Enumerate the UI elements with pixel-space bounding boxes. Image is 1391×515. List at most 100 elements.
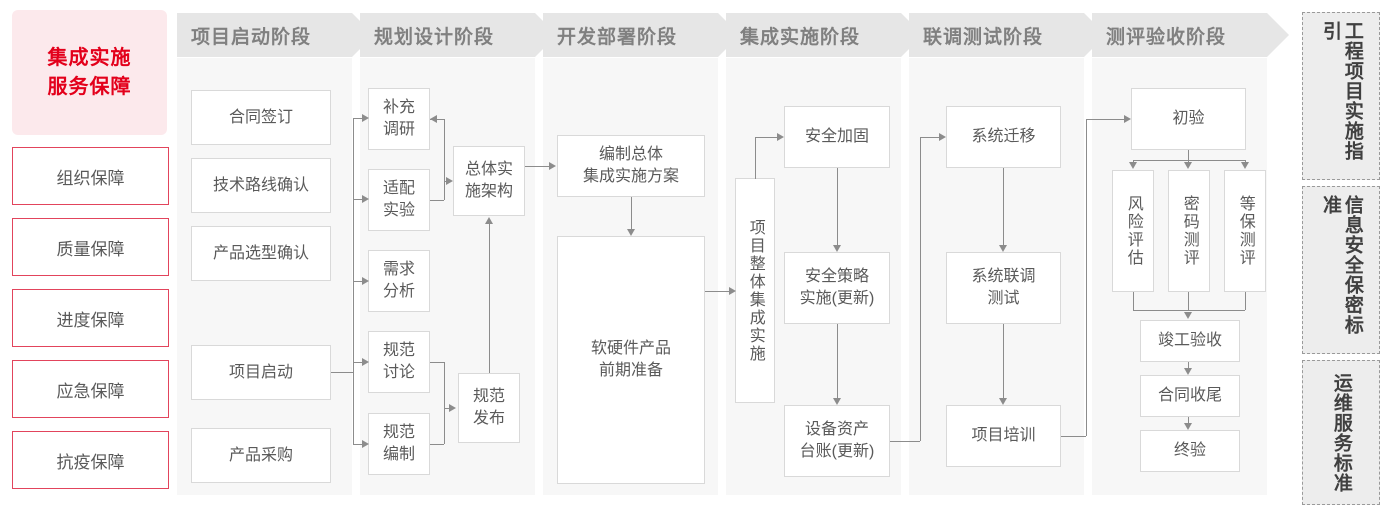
arrow-arch-to-plan	[549, 162, 556, 170]
node-cipher-evaluation[interactable]: 密码测评	[1168, 170, 1210, 292]
edge-initial-fanout-bar	[1133, 160, 1245, 161]
edge-plan-to-prep	[631, 197, 632, 229]
node-security-policy-impl-label: 安全策略 实施(更新)	[799, 268, 875, 307]
phase-header-2[interactable]: 规划设计阶段	[360, 13, 557, 57]
node-overall-impl-architecture[interactable]: 总体实 施架构	[453, 146, 525, 216]
phase-header-4-label: 集成实施阶段	[740, 26, 861, 48]
phase-header-1-label: 项目启动阶段	[191, 26, 312, 48]
standard-operation-maintenance-service-label: 运维服务标准	[1330, 372, 1352, 493]
node-initial-acceptance[interactable]: 初验	[1131, 88, 1246, 150]
node-final-acceptance[interactable]: 终验	[1140, 430, 1240, 472]
standard-operation-maintenance-service[interactable]: 运维服务标准	[1302, 360, 1380, 505]
edge-merge-spine-lower	[444, 362, 445, 444]
edge-kickoff-out	[331, 372, 353, 373]
node-spec-discussion[interactable]: 规范 讨论	[368, 331, 430, 393]
node-overall-integration-plan-label: 编制总体 集成实施方案	[582, 146, 679, 185]
edge-release-up-to-arch	[489, 224, 490, 373]
guarantee-schedule[interactable]: 进度保障	[12, 289, 169, 347]
node-adaptation-experiment-label: 适配 实验	[382, 180, 415, 219]
edge-adaptation-right	[430, 200, 444, 201]
phase-header-3[interactable]: 开发部署阶段	[543, 13, 740, 57]
node-security-hardening[interactable]: 安全加固	[784, 106, 890, 168]
guarantee-epidemic[interactable]: 抗疫保障	[12, 431, 169, 489]
edge-merge-to-release	[444, 408, 450, 409]
node-product-selection[interactable]: 产品选型确认	[191, 226, 331, 281]
node-spec-release[interactable]: 规范 发布	[458, 373, 520, 443]
guarantee-rail: 集成实施 服务保障 组织保障 质量保障 进度保障 应急保障 抗疫保障	[12, 10, 169, 505]
standard-information-security-confidentiality[interactable]: 信息安全保密标准	[1302, 186, 1380, 354]
edge-cipher-down	[1188, 292, 1189, 310]
node-system-joint-test[interactable]: 系统联调 测试	[946, 252, 1061, 324]
arrow-to-classified-eval	[1241, 162, 1249, 169]
edge-fan-cipher	[1188, 160, 1189, 163]
edge-to-supplementary	[353, 118, 364, 119]
edge-migration-to-joint-test	[1003, 168, 1004, 245]
node-security-policy-impl[interactable]: 安全策略 实施(更新)	[784, 252, 890, 324]
edge-to-adaptation	[353, 199, 364, 200]
arrow-joint-test-to-training	[999, 398, 1007, 405]
node-system-migration[interactable]: 系统迁移	[946, 106, 1061, 168]
arrow-closure-to-final	[1184, 423, 1192, 430]
guarantee-emergency[interactable]: 应急保障	[12, 360, 169, 418]
edge-policy-to-ledger	[837, 324, 838, 398]
hero-line-1: 集成实施	[47, 46, 132, 69]
edge-to-initial-acceptance	[1086, 119, 1124, 120]
phase-header-4[interactable]: 集成实施阶段	[726, 13, 923, 57]
edge-arch-to-plan	[525, 166, 549, 167]
arrow-hardening-to-policy	[833, 245, 841, 252]
edge-to-spec-drafting	[353, 444, 364, 445]
arrow-to-spec-drafting	[362, 440, 369, 448]
edge-hardening-to-policy	[837, 168, 838, 245]
phase-header-6[interactable]: 测评验收阶段	[1092, 13, 1289, 57]
edge-spec-discussion-right	[430, 362, 444, 363]
arrow-to-security-hardening	[777, 133, 784, 141]
guarantee-quality[interactable]: 质量保障	[12, 218, 169, 276]
arrow-plan-to-prep	[627, 229, 635, 236]
node-tech-route-confirm[interactable]: 技术路线确认	[191, 158, 331, 213]
phase-header-2-label: 规划设计阶段	[374, 26, 495, 48]
arrow-to-adaptation	[362, 195, 369, 203]
node-hw-sw-preparation[interactable]: 软硬件产品 前期准备	[557, 236, 705, 484]
edge-supplementary-right	[430, 119, 444, 120]
node-overall-project-integration[interactable]: 项目整体集成实施	[735, 178, 775, 403]
node-contract-signing[interactable]: 合同签订	[191, 90, 331, 145]
node-project-kickoff[interactable]: 项目启动	[191, 345, 331, 400]
guarantee-organization[interactable]: 组织保障	[12, 147, 169, 205]
edge-eval-merge-bar	[1133, 310, 1245, 311]
node-contract-closure[interactable]: 合同收尾	[1140, 375, 1240, 417]
hero-card: 集成实施 服务保障	[12, 10, 167, 135]
arrow-to-completion-acceptance	[1184, 312, 1192, 319]
standard-engineering-project-guideline[interactable]: 工程项目实施指引	[1302, 12, 1380, 180]
node-asset-ledger-label: 设备资产 台账(更新)	[799, 421, 875, 460]
hero-line-2: 服务保障	[47, 75, 132, 98]
edge-training-up	[1086, 119, 1087, 436]
edge-training-right	[1061, 436, 1086, 437]
node-risk-assessment[interactable]: 风险评估	[1112, 170, 1154, 292]
node-asset-ledger[interactable]: 设备资产 台账(更新)	[784, 405, 890, 477]
arrow-prep-to-integration	[729, 287, 736, 295]
edge-merge-spine-upper	[444, 119, 445, 200]
edge-integration-up	[755, 137, 756, 179]
node-product-purchase[interactable]: 产品采购	[191, 428, 331, 483]
node-spec-drafting[interactable]: 规范 编制	[368, 413, 430, 475]
arrow-to-spec-discussion	[362, 358, 369, 366]
phase-header-3-label: 开发部署阶段	[557, 26, 678, 48]
edge-to-spec-discussion	[353, 362, 364, 363]
node-requirement-analysis[interactable]: 需求 分析	[368, 250, 430, 312]
node-adaptation-experiment[interactable]: 适配 实验	[368, 169, 430, 231]
node-hw-sw-preparation-label: 软硬件产品 前期准备	[590, 340, 671, 379]
arrow-to-system-migration	[939, 133, 946, 141]
arrow-to-initial-acceptance	[1124, 115, 1131, 123]
phase-header-5[interactable]: 联调测试阶段	[909, 13, 1106, 57]
node-supplementary-research[interactable]: 补充 调研	[368, 88, 430, 150]
node-overall-integration-plan[interactable]: 编制总体 集成实施方案	[557, 135, 705, 197]
node-project-training[interactable]: 项目培训	[946, 405, 1061, 467]
arrow-migration-to-joint-test	[999, 245, 1007, 252]
node-completion-acceptance[interactable]: 竣工验收	[1140, 320, 1240, 362]
edge-spec-drafting-right	[430, 444, 444, 445]
phase-header-1[interactable]: 项目启动阶段	[177, 13, 374, 57]
arrow-to-risk-assessment	[1129, 162, 1137, 169]
node-classified-protection-eval[interactable]: 等保测评	[1224, 170, 1266, 292]
standard-information-security-confidentiality-label: 信息安全保密标准	[1320, 195, 1363, 335]
